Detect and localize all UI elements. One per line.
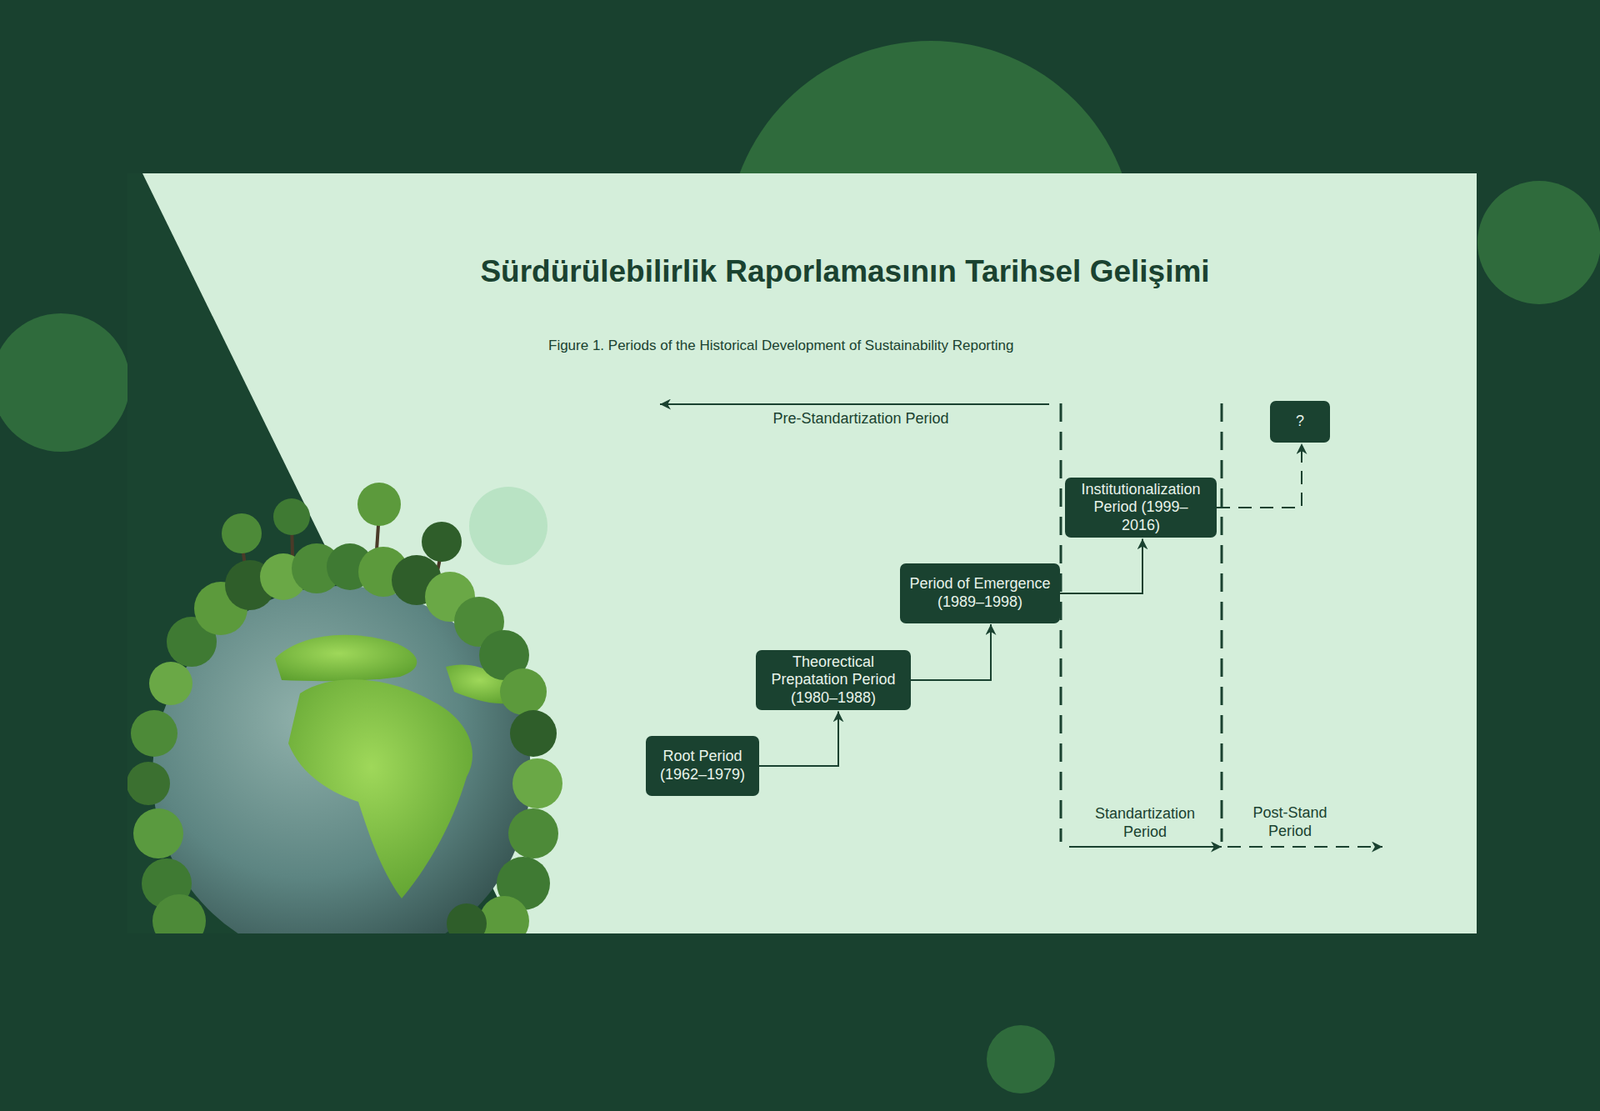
tree: [421, 521, 462, 562]
tree: [133, 808, 184, 859]
period-text: Institutionalization Period (1999–2016): [1078, 480, 1204, 535]
globe: [152, 585, 531, 934]
period-label: Pre-Standartization Period: [735, 410, 986, 429]
period-box: Period of Emergence (1989–1998): [900, 563, 1060, 624]
tree: [446, 903, 487, 934]
tree: [273, 498, 310, 535]
deco-circle: [1477, 180, 1600, 305]
period-box: Institutionalization Period (1999–2016): [1065, 477, 1217, 539]
tree: [510, 710, 557, 757]
tree: [130, 710, 178, 757]
tree: [221, 513, 262, 554]
diagram-title: Sürdürülebilirlik Raporlamasının Tarihse…: [428, 253, 1262, 290]
period-arrow: [1069, 845, 1222, 848]
figure-caption: Figure 1. Periods of the Historical Deve…: [548, 337, 1014, 355]
connector-arrow: [1060, 538, 1143, 594]
period-arrow: [660, 403, 1050, 405]
tree: [479, 895, 530, 934]
continent: [288, 679, 473, 899]
tree: [508, 808, 559, 859]
tree: [149, 661, 193, 705]
tree: [357, 482, 401, 526]
tree: [512, 758, 563, 809]
tree: [127, 761, 170, 805]
connector-arrow: [910, 624, 991, 680]
period-divider: [1220, 403, 1224, 842]
period-box: ?: [1270, 400, 1330, 443]
tree: [152, 894, 206, 934]
period-box: Root Period (1962–1979): [645, 735, 760, 796]
period-text: ?: [1295, 412, 1305, 431]
period-divider: [1060, 403, 1063, 842]
period-text: Theorectical Prepatation Period (1980–19…: [767, 653, 900, 708]
period-label: Standartization Period: [1090, 805, 1200, 841]
deco-circle: [986, 1025, 1055, 1094]
deco-circle: [469, 486, 548, 565]
period-label: Post-Stand Period: [1248, 804, 1332, 840]
connector-arrow: [1216, 443, 1302, 508]
period-text: Root Period (1962–1979): [654, 747, 751, 784]
connector-arrow: [759, 710, 839, 766]
period-box: Theorectical Prepatation Period (1980–19…: [755, 650, 911, 711]
continent: [275, 635, 417, 681]
period-text: Period of Emergence (1989–1998): [907, 575, 1053, 611]
period-arrow: [1227, 845, 1383, 848]
deco-circle: [0, 313, 130, 452]
tree: [500, 668, 547, 715]
